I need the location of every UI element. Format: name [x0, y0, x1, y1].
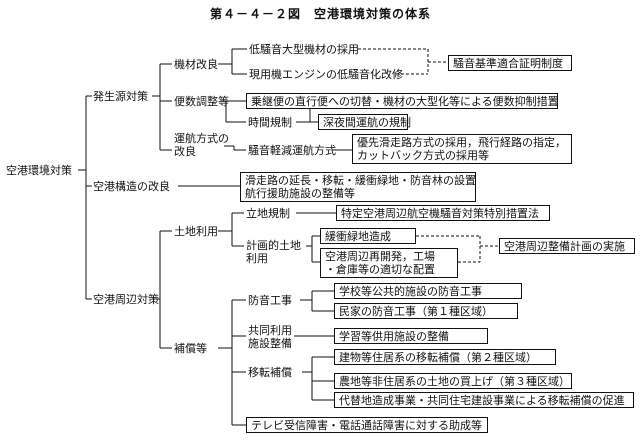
flight-adjustment-label: 便数調整等: [174, 95, 229, 108]
priority-runway-line-2: カットバック方式の採用等: [357, 149, 489, 162]
structure-line-1: 滑走路の延長・移転・緩衝緑地・防音林の設置: [245, 174, 476, 187]
improvement-plan-box: 空港周辺整備計画の実施: [499, 238, 635, 254]
structure-improvement-label: 空港構造の改良: [93, 180, 170, 193]
operation-improvement-label-2: 改良: [174, 145, 196, 158]
tv-interference-box: テレビ受信障害・電話通話障害に対する助成等: [246, 417, 488, 433]
soundproofing-label: 防音工事: [248, 294, 292, 307]
time-regulation-label: 時間規制: [248, 116, 292, 129]
planned-land-use-label-2: 利用: [246, 252, 268, 265]
planned-land-use-label-1: 計画的土地: [246, 239, 301, 252]
priority-runway-box: 優先滑走路方式の採用，飛行経路の指定， カットバック方式の採用等: [352, 134, 572, 164]
redevelopment-line-1: 空港周辺再開発，工場: [325, 250, 435, 263]
diagram-title: 第４－４－２図 空港環境対策の体系: [209, 7, 431, 21]
structure-line-2: 航行援助施設の整備等: [245, 187, 355, 200]
residential-relocation-box: 建物等住居系の移転補償（第２種区域）: [334, 349, 556, 365]
noise-abatement-label: 騒音軽減運航方式: [248, 144, 336, 157]
engine-retrofit-label: 現用機エンジンの低騒音化改修: [249, 68, 403, 81]
buffer-green-box: 緩衝緑地造成: [320, 228, 416, 244]
learning-facility-box: 学習等供用施設の整備: [334, 328, 488, 344]
location-regulation-label: 立地規制: [246, 207, 290, 220]
equipment-improvement-label: 機材改良: [174, 58, 218, 71]
redevelopment-line-2: ・倉庫等の適切な配置: [325, 263, 435, 276]
night-regulation-box: 深夜間運航の規制: [318, 114, 411, 130]
surrounding-measures-label: 空港周辺対策: [93, 293, 159, 306]
certification-box: 騒音基準適合証明制度: [448, 55, 572, 71]
priority-runway-line-1: 優先滑走路方式の採用，飛行経路の指定，: [357, 136, 566, 149]
special-measures-act-box: 特定空港周辺航空機騒音対策特別措置法: [336, 205, 550, 221]
alternative-land-box: 代替地造成事業・共同住宅建設事業による移転補償の促進: [334, 392, 634, 408]
shared-facility-label-2: 施設整備: [248, 337, 292, 350]
shared-facility-label-1: 共同利用: [248, 324, 292, 337]
private-house-soundproof-box: 民家の防音工事（第１種区域）: [334, 303, 518, 319]
non-residential-purchase-box: 農地等非住居系の土地の買上げ（第３種区域）: [334, 373, 572, 389]
source-measures-label: 発生源対策: [93, 90, 148, 103]
root-label: 空港環境対策: [6, 164, 72, 177]
relocation-compensation-label: 移転補償: [248, 366, 292, 379]
public-facility-soundproof-box: 学校等公共的施設の防音工事: [334, 283, 522, 299]
flight-reduction-box: 乗継便の直行便への切替・機材の大型化等による便数抑制措置: [246, 93, 559, 109]
low-noise-aircraft-label: 低騒音大型機材の採用: [249, 43, 359, 56]
operation-improvement-label-1: 運航方式の: [174, 132, 229, 145]
compensation-label: 補償等: [174, 342, 207, 355]
land-use-label: 土地利用: [174, 225, 218, 238]
structure-box: 滑走路の延長・移転・緩衝緑地・防音林の設置 航行援助施設の整備等: [240, 172, 476, 202]
redevelopment-box: 空港周辺再開発，工場 ・倉庫等の適切な配置: [320, 248, 458, 278]
